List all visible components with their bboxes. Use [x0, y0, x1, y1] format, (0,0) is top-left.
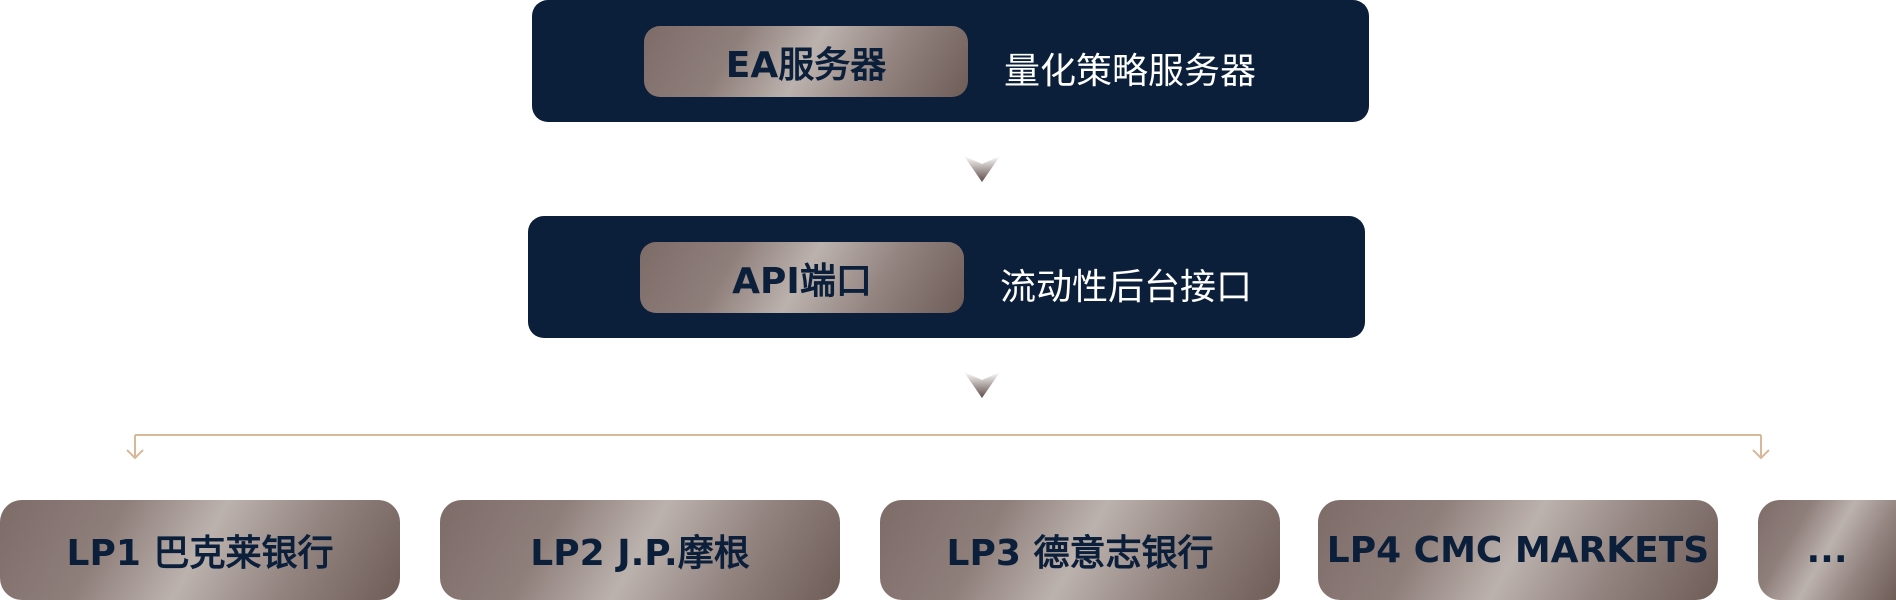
api-port-panel: API端口 流动性后台接口 — [528, 216, 1365, 338]
api-port-description: 流动性后台接口 — [1000, 267, 1253, 308]
arrow-down-icon — [126, 449, 144, 460]
chevron-down-icon — [964, 372, 1000, 398]
provider-box: LP4 CMC MARKETS — [1318, 500, 1718, 600]
ea-server-description: 量化策略服务器 — [1004, 51, 1257, 92]
chevron-down-icon — [964, 156, 1000, 182]
ea-server-label: EA服务器 — [644, 26, 968, 97]
provider-box-more: ... — [1758, 500, 1896, 600]
provider-box: LP1 巴克莱银行 — [0, 500, 400, 600]
ea-server-panel: EA服务器 量化策略服务器 — [532, 0, 1369, 122]
api-port-label: API端口 — [640, 242, 964, 313]
provider-box: LP2 J.P.摩根 — [440, 500, 840, 600]
arrow-down-icon — [1752, 449, 1770, 460]
provider-box: LP3 德意志银行 — [880, 500, 1280, 600]
